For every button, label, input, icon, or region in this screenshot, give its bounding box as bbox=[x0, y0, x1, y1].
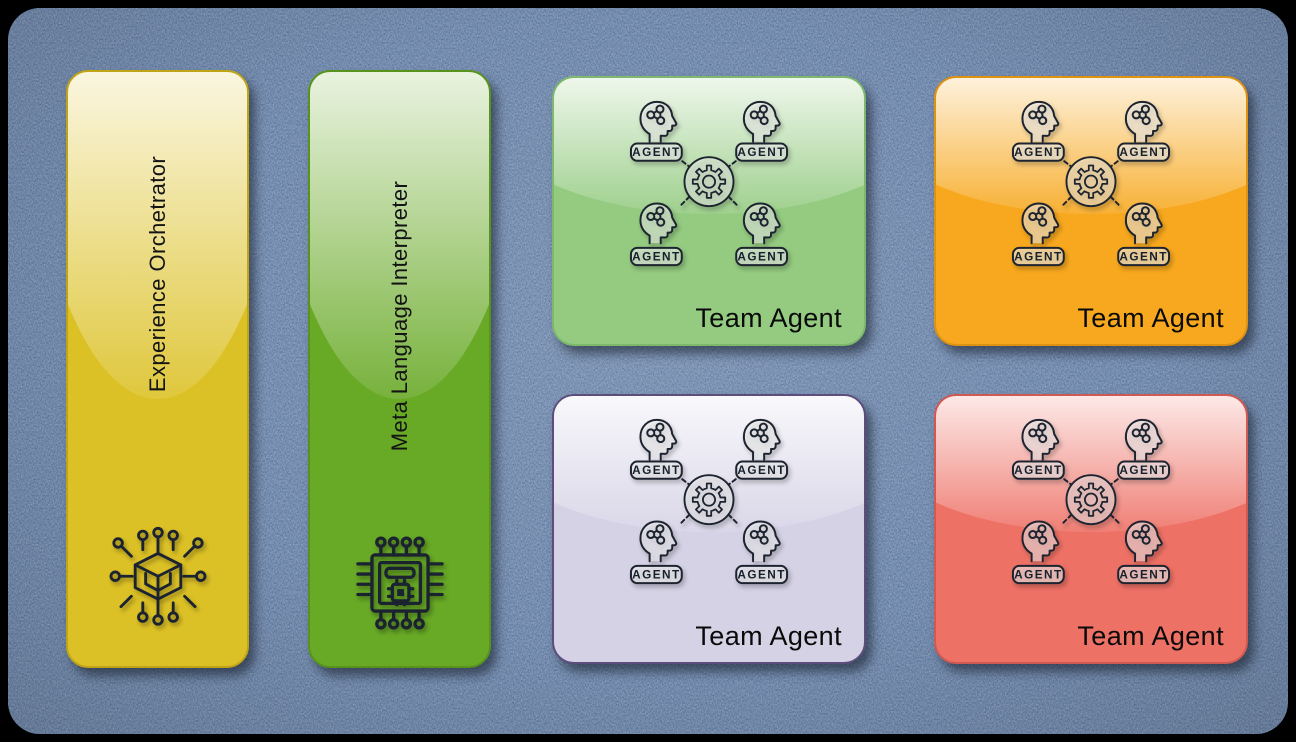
dashed-connector bbox=[681, 160, 691, 168]
agent-badge bbox=[1117, 460, 1171, 480]
gear-icon bbox=[1065, 474, 1117, 526]
gear-icon bbox=[683, 474, 735, 526]
cube-network-icon bbox=[101, 524, 215, 638]
pillar-card-experience-orchetrator: Experience Orchetrator bbox=[66, 70, 249, 668]
dashed-connector bbox=[1109, 195, 1120, 206]
dashed-connector bbox=[1109, 513, 1120, 524]
agent-head-icon bbox=[742, 202, 781, 245]
dashed-connector bbox=[727, 478, 737, 486]
agent-head-icon bbox=[742, 418, 781, 461]
agent-head-icon bbox=[1124, 202, 1163, 245]
agent-badge-label: AGENT bbox=[737, 146, 786, 159]
agent-head-icon bbox=[1021, 202, 1060, 245]
agent-badge-label: AGENT bbox=[1119, 569, 1168, 582]
dashed-connector bbox=[727, 513, 738, 524]
agent-head-icon bbox=[639, 202, 678, 245]
dashed-connector bbox=[1062, 513, 1073, 524]
agent-badge bbox=[629, 460, 683, 480]
team-agent-label: Team Agent bbox=[695, 303, 842, 333]
agent-badge-label: AGENT bbox=[737, 464, 786, 477]
agent-badge-label: AGENT bbox=[1119, 146, 1168, 159]
dashed-connector bbox=[727, 195, 738, 206]
agent-head-icon bbox=[1021, 100, 1060, 143]
agent-badge-label: AGENT bbox=[1014, 251, 1063, 264]
agent-badge bbox=[629, 142, 683, 162]
team-agent-card-red: AGENT AGENT AGENT AGENT Team Agent bbox=[934, 394, 1248, 664]
team-agent-diagram: AGENT AGENT AGENT AGENT bbox=[1011, 418, 1171, 585]
chip-icon bbox=[349, 532, 451, 634]
agent-badge bbox=[1117, 142, 1171, 162]
pillar-title: Meta Language Interpreter bbox=[386, 180, 412, 451]
agent-badge-label: AGENT bbox=[737, 569, 786, 582]
agent-badge bbox=[1117, 246, 1171, 267]
dashed-connector bbox=[1109, 160, 1119, 168]
agent-head-icon bbox=[742, 520, 781, 563]
agent-head-icon bbox=[639, 418, 678, 461]
dashed-connector bbox=[680, 195, 691, 206]
agent-badge-label: AGENT bbox=[632, 569, 681, 582]
agent-head-icon bbox=[1124, 520, 1163, 563]
agent-badge bbox=[629, 564, 683, 585]
agent-badge-label: AGENT bbox=[1119, 251, 1168, 264]
team-agent-card-orange: AGENT AGENT AGENT AGENT Team Agent bbox=[934, 76, 1248, 346]
team-agent-label: Team Agent bbox=[695, 621, 842, 651]
agent-badge bbox=[735, 460, 789, 480]
team-agent-card-green: AGENT AGENT AGENT AGENT Team Agent bbox=[552, 76, 866, 346]
agent-badge-label: AGENT bbox=[632, 251, 681, 264]
team-agent-diagram: AGENT AGENT AGENT AGENT bbox=[629, 100, 789, 267]
agent-badge bbox=[735, 142, 789, 162]
agent-head-icon bbox=[639, 520, 678, 563]
team-agent-label: Team Agent bbox=[1077, 303, 1224, 333]
agent-head-icon bbox=[1021, 418, 1060, 461]
dashed-connector bbox=[681, 478, 691, 486]
diagram-board: Experience Orchetrator Meta Language Int… bbox=[8, 8, 1288, 734]
dashed-connector bbox=[1062, 195, 1073, 206]
team-agent-card-purple: AGENT AGENT AGENT AGENT Team Agent bbox=[552, 394, 866, 664]
agent-head-icon bbox=[1124, 100, 1163, 143]
agent-badge bbox=[1011, 142, 1065, 162]
pillar-title: Experience Orchetrator bbox=[144, 155, 170, 393]
agent-badge-label: AGENT bbox=[1119, 464, 1168, 477]
agent-badge bbox=[1011, 246, 1065, 267]
gear-icon bbox=[683, 156, 735, 208]
team-agent-label: Team Agent bbox=[1077, 621, 1224, 651]
dashed-connector bbox=[1109, 478, 1119, 486]
dashed-connector bbox=[1063, 160, 1073, 168]
dashed-connector bbox=[1063, 478, 1073, 486]
agent-badge-label: AGENT bbox=[632, 464, 681, 477]
agent-badge bbox=[1011, 460, 1065, 480]
agent-badge bbox=[629, 246, 683, 267]
agent-head-icon bbox=[639, 100, 678, 143]
pillar-card-meta-language-interpreter: Meta Language Interpreter bbox=[308, 70, 491, 668]
agent-head-icon bbox=[1021, 520, 1060, 563]
agent-badge-label: AGENT bbox=[1014, 146, 1063, 159]
dashed-connector bbox=[680, 513, 691, 524]
agent-badge bbox=[1117, 564, 1171, 585]
team-agent-diagram: AGENT AGENT AGENT AGENT bbox=[629, 418, 789, 585]
agent-head-icon bbox=[1124, 418, 1163, 461]
agent-badge bbox=[1011, 564, 1065, 585]
agent-head-icon bbox=[742, 100, 781, 143]
dashed-connector bbox=[727, 160, 737, 168]
team-agent-diagram: AGENT AGENT AGENT AGENT bbox=[1011, 100, 1171, 267]
agent-badge-label: AGENT bbox=[632, 146, 681, 159]
gear-icon bbox=[1065, 156, 1117, 208]
agent-badge-label: AGENT bbox=[737, 251, 786, 264]
agent-badge-label: AGENT bbox=[1014, 464, 1063, 477]
agent-badge-label: AGENT bbox=[1014, 569, 1063, 582]
agent-badge bbox=[735, 246, 789, 267]
agent-badge bbox=[735, 564, 789, 585]
